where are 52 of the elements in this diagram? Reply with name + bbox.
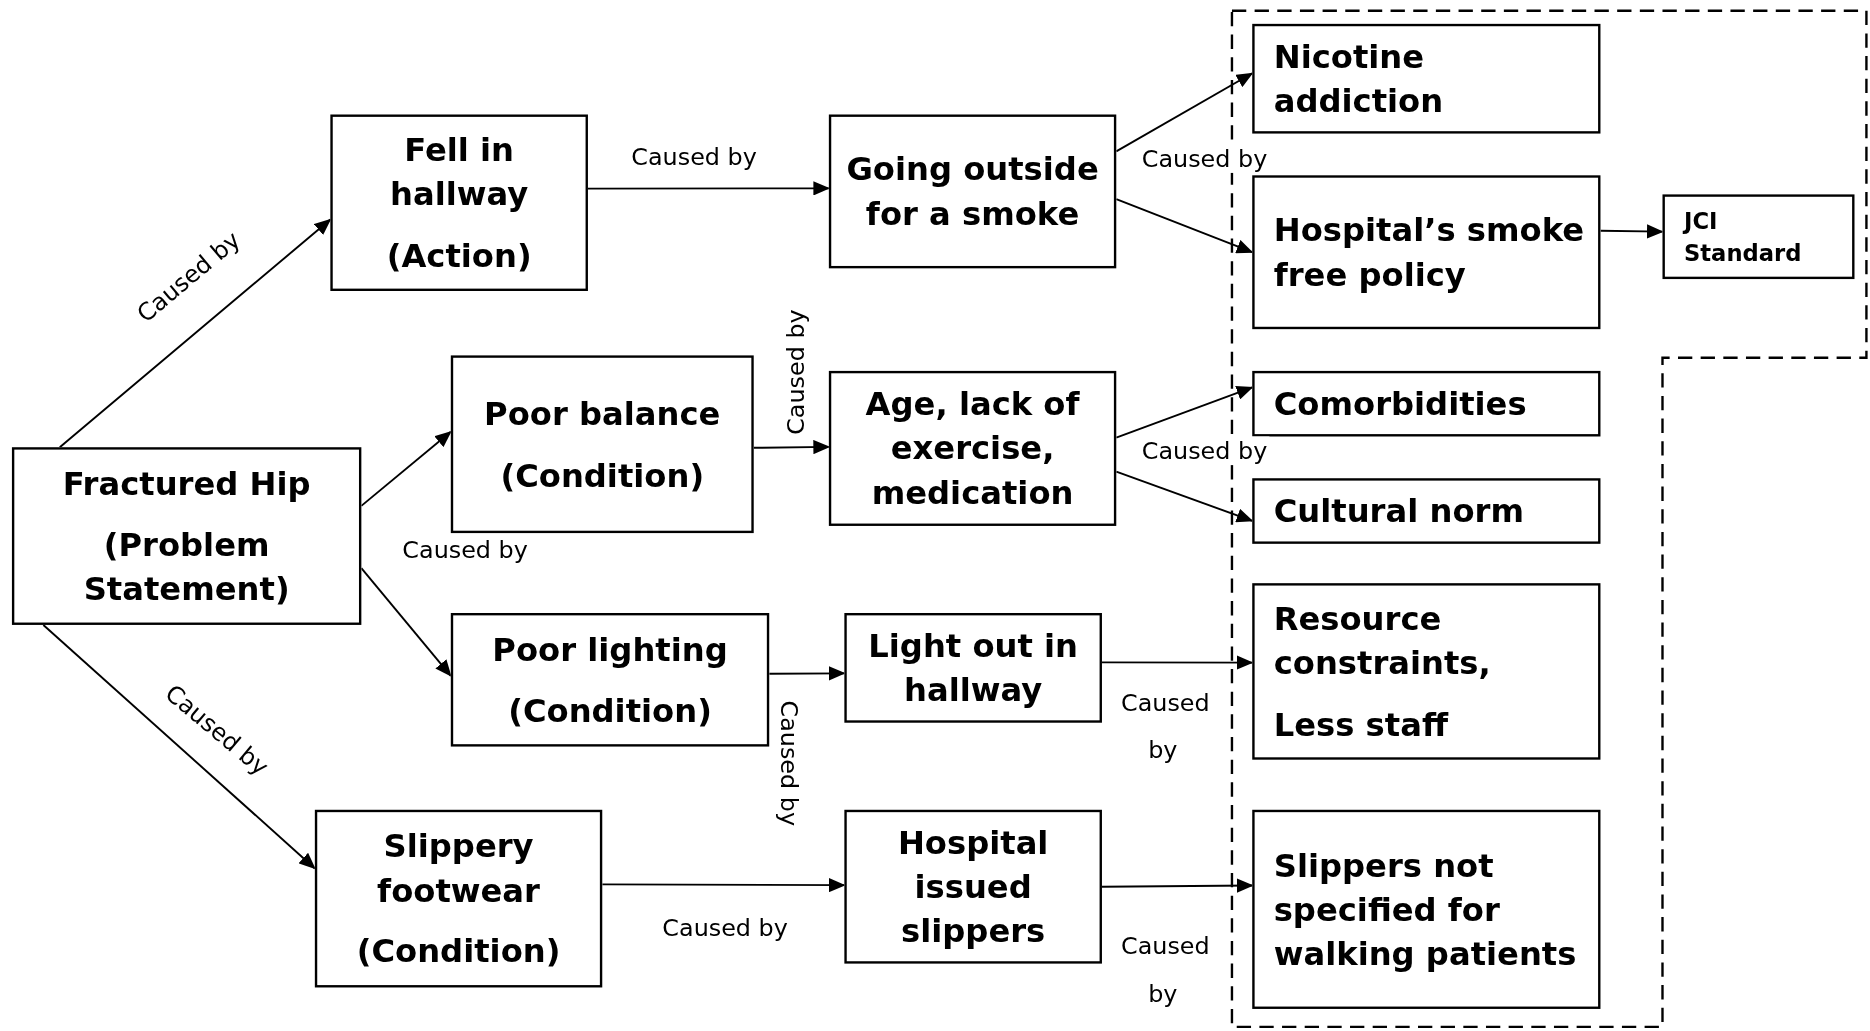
cause-box [314,809,603,988]
box-heading: Poor lighting [492,629,728,670]
cause-box [828,370,1117,526]
box-subtext: (Action) [386,235,532,276]
cause-box [844,809,1102,964]
box-heading: Slippery footwear [376,826,541,911]
cause-box [844,613,1102,723]
dashed-boundary [1230,9,1868,1028]
box-subtext: (Problem Statement) [82,524,291,610]
box-heading: Age, lack of exercise, medication [864,384,1081,514]
arrow [58,218,332,449]
box-heading: Comorbidities [1273,384,1527,425]
box-heading: JCI Standard [1683,206,1803,268]
box-subtext: (Condition) [356,931,561,972]
box-heading: Slippers not specified for walking patients [1273,845,1578,975]
arrow [1115,470,1254,523]
cause-box [1252,23,1601,134]
arrow [1101,655,1254,670]
arrow [360,430,452,507]
arrow [1599,224,1664,239]
arrow [42,623,316,870]
arrow [360,567,452,677]
cause-box [11,447,362,625]
box-subtext: Less staff [1273,704,1448,745]
cause-box [1252,809,1601,1009]
arrow [601,877,846,893]
box-heading: Hospital’s smoke free policy [1273,210,1586,295]
cause-box [1662,194,1855,280]
box-heading: Light out in hallway [867,626,1080,711]
arrow [1115,72,1254,153]
box-heading: Cultural norm [1273,491,1524,532]
arrow [768,666,846,681]
arrow [1115,385,1254,439]
cause-box [1252,478,1601,544]
box-heading: Going outside for a smoke [845,149,1100,234]
cause-box [1252,583,1601,760]
box-heading: Fell in hallway [389,130,530,215]
box-heading: Poor balance [484,394,721,434]
box-subtext: (Condition) [508,690,712,731]
cause-box [828,114,1117,269]
cause-box [1252,370,1601,437]
arrow [1115,198,1254,254]
cause-box [330,114,588,291]
cause-box [1252,175,1601,330]
cause-box [450,613,770,747]
cause-box [450,355,754,534]
arrow [1101,878,1254,893]
box-heading: Hospital issued slippers [896,822,1050,952]
box-heading: Fractured Hip [62,463,311,504]
box-subtext: (Condition) [500,455,705,496]
box-heading: Nicotine addiction [1273,36,1445,122]
box-heading: Resource constraints, [1273,599,1492,684]
